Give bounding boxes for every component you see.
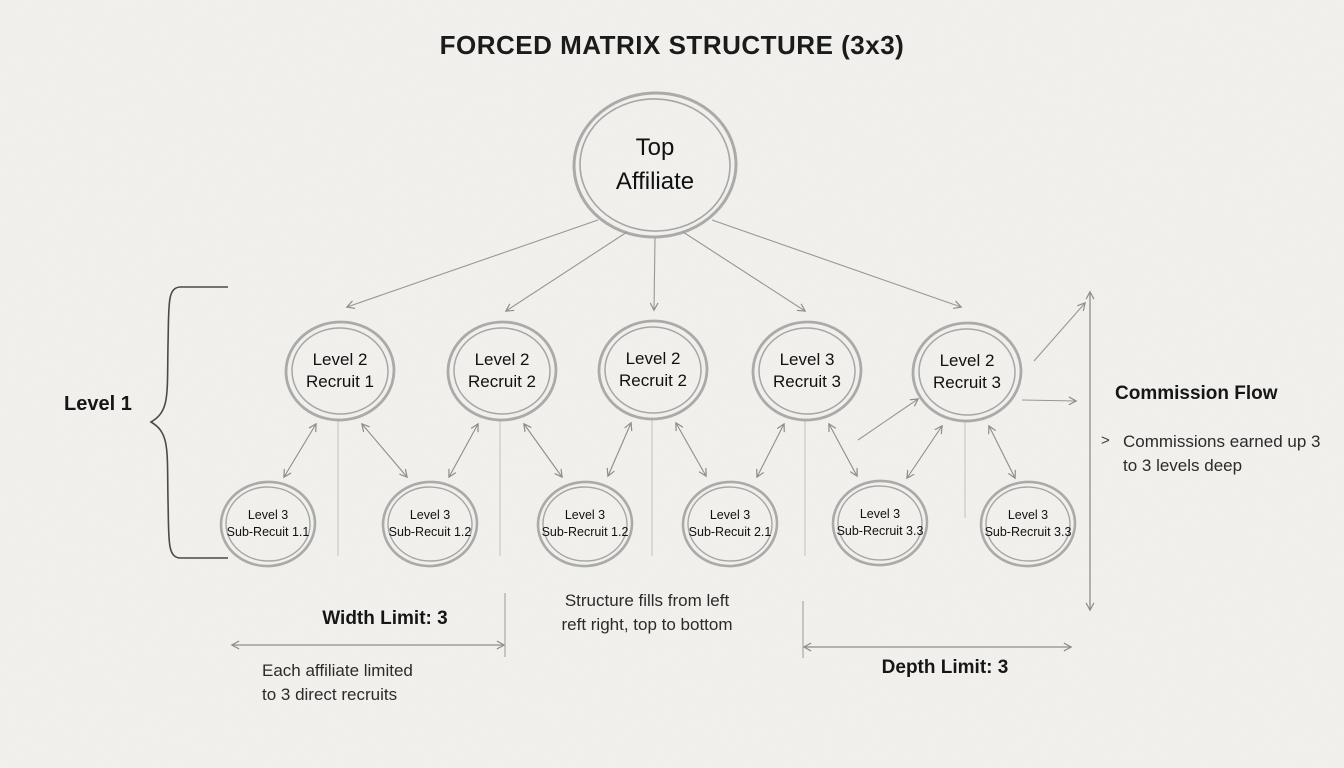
- top-fan-arrows: [345, 219, 963, 312]
- chevron-bullet-icon: >: [1101, 432, 1110, 449]
- node-level3-2-label: Level 3 Sub-Recuit 1.2: [388, 508, 472, 539]
- level2-level3-arrows: [283, 421, 1016, 480]
- commission-flow-title: Commission Flow: [1115, 383, 1278, 404]
- node-level2-2-label: Level 2 Recruit 2: [467, 349, 537, 391]
- node-level3-4-label: Level 3 Sub-Recuit 2.1: [688, 508, 772, 539]
- width-limit-title: Width Limit: 3: [322, 608, 448, 629]
- level1-brace: [149, 286, 228, 559]
- commission-flow-note: Commissions earned up 3 to 3 levels deep: [1123, 432, 1321, 476]
- node-level3-6-label: Level 3 Sub-Recruit 3.3: [984, 508, 1072, 539]
- node-circle-level3-1: [219, 480, 317, 568]
- node-top-affiliate-label: Top Affiliate: [615, 134, 695, 195]
- node-level2-1-label: Level 2 Recruit 1: [305, 349, 375, 391]
- node-circles-level2: [284, 319, 1023, 423]
- vertical-guide-lines: [337, 419, 966, 556]
- node-circles-level3: [219, 479, 1077, 568]
- width-limit-arrow: [230, 593, 506, 657]
- node-circle-level2-2: [446, 320, 558, 422]
- depth-limit-arrow: [802, 601, 1073, 658]
- node-circle-level2-5: [911, 321, 1023, 423]
- node-level2-4-label: Level 3 Recruit 3: [772, 349, 842, 391]
- node-circle-level3-6: [979, 480, 1077, 568]
- fill-order-note: Structure fills from left reft right, to…: [561, 591, 733, 635]
- node-circle-level2-4: [751, 320, 863, 422]
- node-circle-level3-2: [381, 480, 479, 568]
- node-level3-5-label: Level 3 Sub-Recruit 3.3: [836, 507, 924, 538]
- node-circle-top-affiliate: [572, 91, 738, 239]
- commission-link-arrows: [857, 301, 1086, 441]
- node-level3-1-label: Level 3 Sub-Recuit 1.1: [226, 508, 310, 539]
- node-circle-level3-4: [681, 480, 779, 568]
- node-circle-level2-3: [597, 319, 709, 421]
- width-limit-note: Each affiliate limited to 3 direct recru…: [262, 661, 413, 705]
- node-level3-3-label: Level 3 Sub-Recruit 1.2: [541, 508, 629, 539]
- node-circle-level3-3: [536, 480, 634, 568]
- node-level2-5-label: Level 2 Recruit 3: [932, 350, 1002, 392]
- diagram-title: FORCED MATRIX STRUCTURE (3x3): [439, 30, 905, 60]
- depth-limit-title: Depth Limit: 3: [881, 657, 1009, 678]
- node-circle-level2-1: [284, 320, 396, 422]
- node-level2-3-label: Level 2 Recruit 2: [618, 348, 688, 390]
- node-circle-level3-5: [831, 479, 929, 567]
- level1-label: Level 1: [64, 393, 132, 415]
